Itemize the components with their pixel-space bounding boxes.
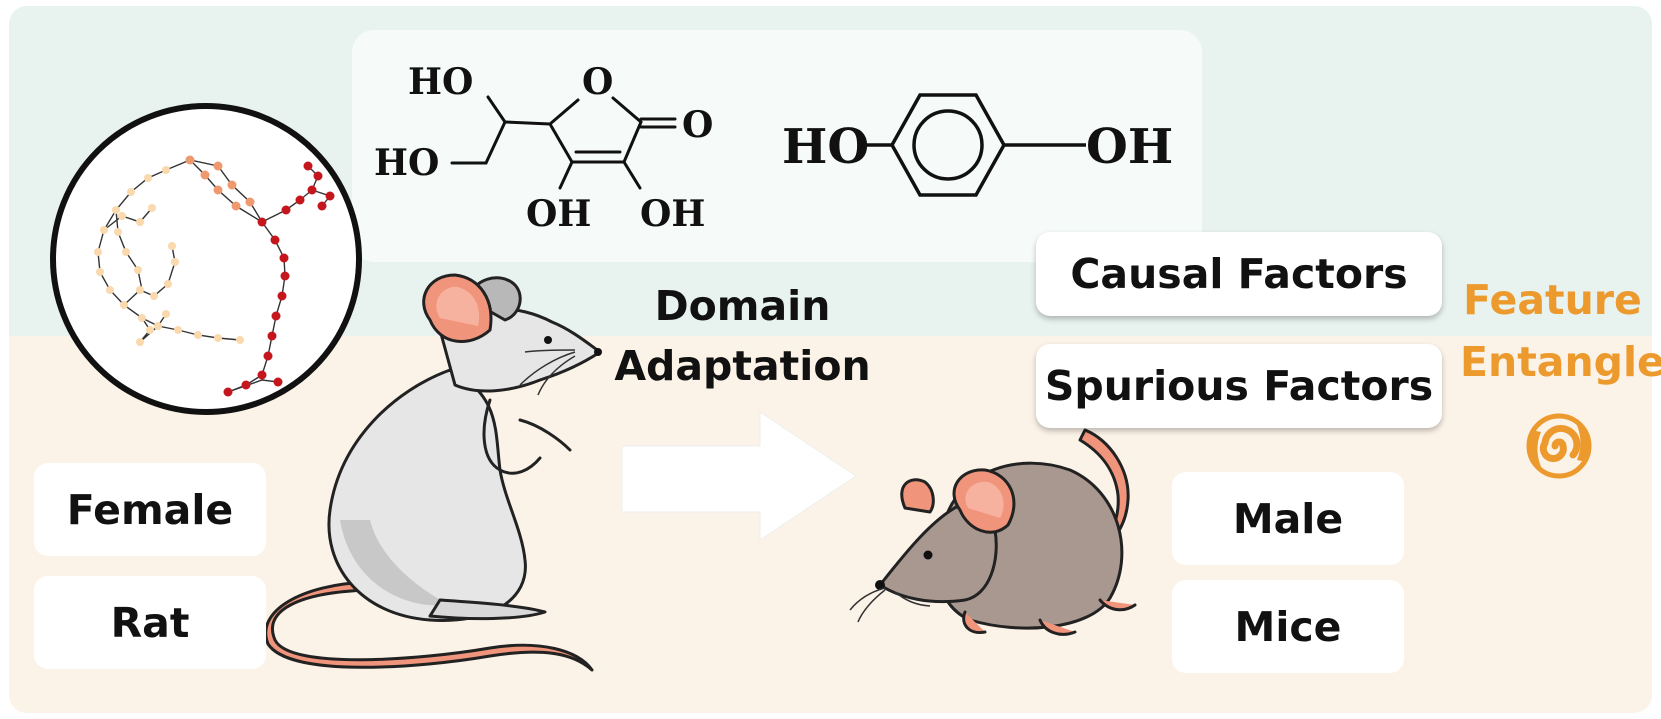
feature-entangle-line1: Feature xyxy=(1463,276,1642,324)
spurious-factors-card: Spurious Factors xyxy=(1036,344,1442,428)
tag-male: Male xyxy=(1172,472,1404,565)
ho-left-label: HO xyxy=(374,142,439,184)
tag-rat-label: Rat xyxy=(110,598,190,647)
ring-oxygen-label: O xyxy=(582,61,613,103)
tag-mice: Mice xyxy=(1172,580,1404,673)
causal-factors-card: Causal Factors xyxy=(1036,232,1442,316)
domain-adaptation-line2: Adaptation xyxy=(614,342,871,390)
domain-adaptation-line1: Domain xyxy=(654,282,831,330)
carbonyl-oxygen-label: O xyxy=(682,104,713,146)
causal-factors-label: Causal Factors xyxy=(1070,250,1408,298)
oh-bottom-left-label: OH xyxy=(526,193,591,235)
hydroquinone-oh-label: OH xyxy=(1086,119,1173,175)
tag-mice-label: Mice xyxy=(1234,602,1342,651)
swirl-icon xyxy=(1526,413,1592,479)
spurious-factors-label: Spurious Factors xyxy=(1044,362,1434,410)
ho-top-label: HO xyxy=(408,61,473,103)
graph-nodes xyxy=(94,155,335,397)
oh-bottom-right-label: OH xyxy=(640,193,705,235)
tag-male-label: Male xyxy=(1232,494,1344,543)
tag-female: Female xyxy=(34,463,266,556)
tag-female-label: Female xyxy=(66,485,234,534)
feature-entangle-line2: Entangle xyxy=(1460,338,1661,386)
hydroquinone-ho-label: HO xyxy=(782,119,869,175)
tag-rat: Rat xyxy=(34,576,266,669)
